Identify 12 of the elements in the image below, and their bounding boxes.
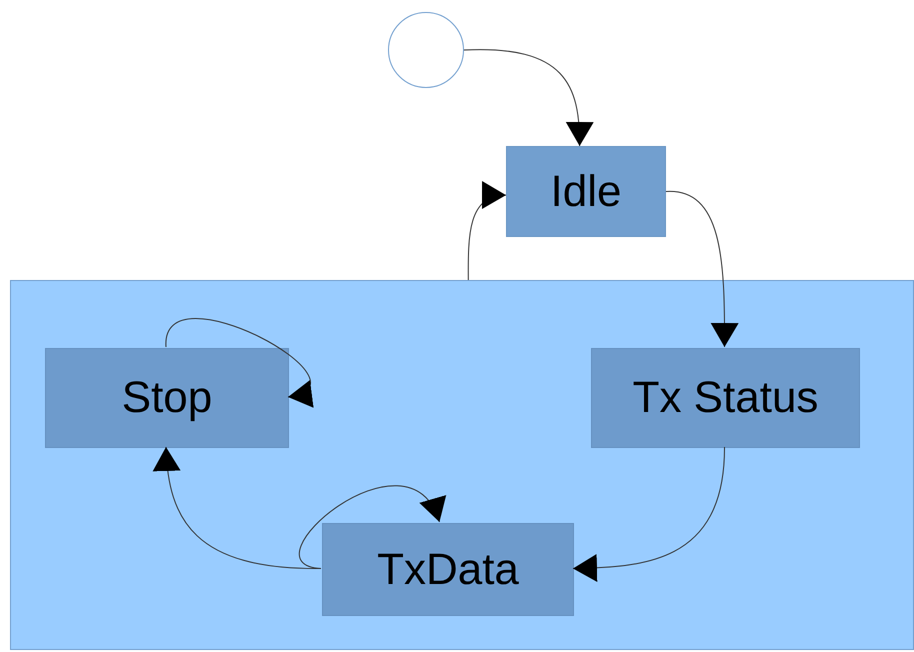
composite-state-region <box>10 280 914 650</box>
state-label: TxData <box>377 548 519 592</box>
state-label: Tx Status <box>632 376 818 420</box>
transition-arrow <box>666 191 739 348</box>
state-box <box>591 348 860 448</box>
transition-arrow <box>572 446 725 582</box>
transition-arrow <box>464 49 594 146</box>
transition-arrow <box>468 183 506 280</box>
state-box <box>322 523 574 616</box>
transition-arrow <box>153 446 322 569</box>
state-box <box>506 146 666 237</box>
state-label: Idle <box>550 170 622 214</box>
